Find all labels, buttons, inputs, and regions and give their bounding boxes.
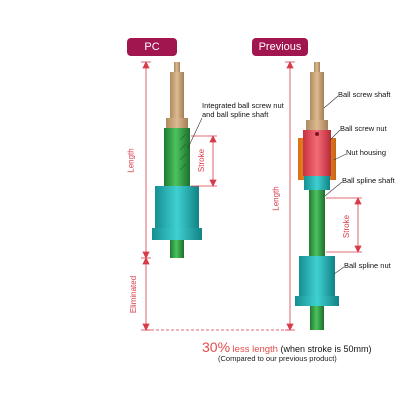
prev-stroke-arrow-top <box>354 197 362 205</box>
pc-stroke-arrow-top <box>209 135 217 143</box>
pc-eliminated-arrow-bottom <box>142 323 150 331</box>
footer-summary: 30% less length (when stroke is 50mm) <box>202 339 372 355</box>
pc-callout-leader <box>187 117 203 149</box>
leader-ball-screw-nut <box>329 129 341 141</box>
prev-stroke-arrow-bottom <box>354 245 362 253</box>
pc-screw-tip <box>174 62 180 72</box>
leader-ball-spline-nut <box>333 266 345 275</box>
pc-spline-nut-upper <box>155 186 199 228</box>
pc-stroke-label: Stroke <box>197 148 207 173</box>
pc-length-arrow-bottom <box>142 251 150 259</box>
prev-screw-tip <box>314 62 320 72</box>
pc-callout-line-1: Integrated ball screw nut <box>202 101 284 110</box>
footer-less-length: less length <box>232 344 278 355</box>
prev-length-arrow-top <box>286 61 294 69</box>
callout-nut-housing: Nut housing <box>346 148 387 157</box>
pc-integrated-nut-spline <box>164 128 190 186</box>
previous-callout-leaders <box>323 95 347 275</box>
prev-spline-shaft-lower <box>310 306 324 330</box>
pc-actuator <box>152 62 202 258</box>
prev-ball-screw-shaft <box>310 72 324 124</box>
footer-percent: 30% <box>202 339 231 355</box>
callout-ball-screw-shaft: Ball screw shaft <box>338 90 391 99</box>
prev-ball-spline-shaft <box>309 190 325 256</box>
pc-spline-shaft-lower <box>170 240 184 258</box>
pc-length-label: Length <box>126 148 136 173</box>
previous-stroke-label: Stroke <box>342 214 352 239</box>
pc-tag: PC <box>127 38 177 56</box>
prev-ball-screw-nut <box>303 130 331 176</box>
footer-condition: (when stroke is 50mm) <box>280 344 372 354</box>
pc-stroke-arrow-bottom <box>209 179 217 187</box>
callout-ball-screw-nut: Ball screw nut <box>340 124 387 133</box>
previous-tag: Previous <box>252 38 308 56</box>
prev-housing-collar <box>304 176 330 190</box>
footer-comparison: (Compared to our previous product) <box>218 354 337 363</box>
prev-flange <box>295 296 339 306</box>
leader-nut-housing <box>333 153 347 161</box>
pc-ball-screw-shaft <box>170 72 184 130</box>
prev-length-arrow-bottom <box>286 323 294 331</box>
pc-length-arrow-top <box>142 61 150 69</box>
prev-nut-port <box>315 132 319 136</box>
callout-ball-spline-shaft: Ball spline shaft <box>342 176 395 185</box>
pc-eliminated-label: Eliminated <box>129 275 139 314</box>
callout-ball-spline-nut: Ball spline nut <box>344 261 391 270</box>
pc-eliminated-arrow-top <box>142 257 150 265</box>
pc-flange <box>152 228 202 240</box>
prev-screw-collar <box>306 120 328 130</box>
pc-screw-collar <box>166 118 188 128</box>
leader-ball-spline-shaft <box>324 181 343 197</box>
previous-dimensions <box>285 61 362 331</box>
pc-dimensions <box>141 61 290 331</box>
previous-length-label: Length <box>271 186 281 211</box>
previous-actuator <box>295 62 339 330</box>
leader-ball-screw-shaft <box>323 95 339 109</box>
prev-ball-spline-nut <box>299 256 335 296</box>
pc-callout-line-2: and ball spline shaft <box>202 110 269 119</box>
